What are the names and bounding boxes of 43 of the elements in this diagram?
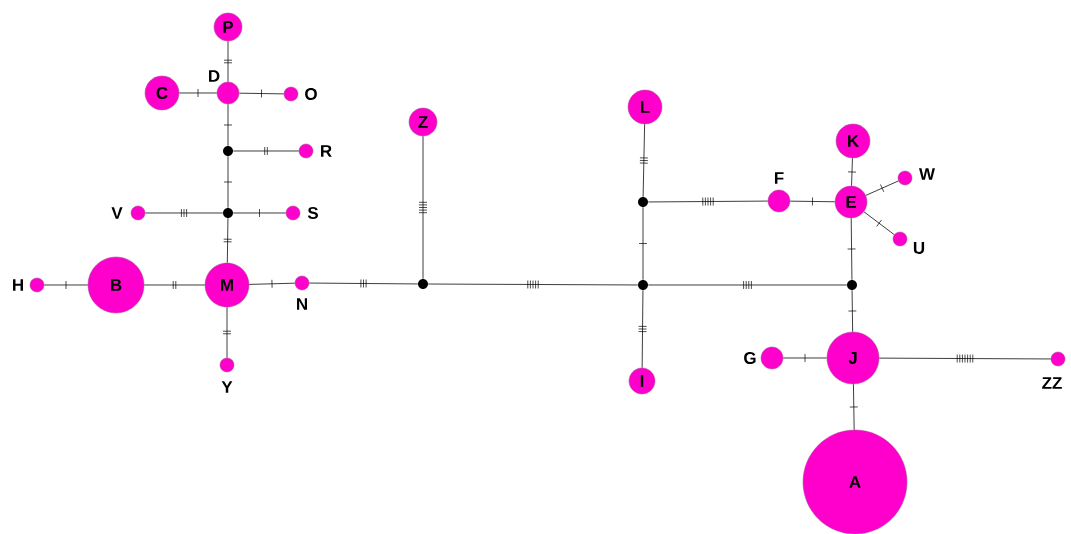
node-label: F xyxy=(774,172,784,184)
network-link xyxy=(232,150,300,152)
node-label: O xyxy=(305,88,317,100)
network-link xyxy=(642,123,646,198)
network-link xyxy=(238,92,285,95)
network-link xyxy=(647,284,848,286)
network-link xyxy=(226,217,229,264)
node-label: R xyxy=(321,145,332,157)
network-link xyxy=(308,282,419,285)
network-link xyxy=(878,357,1052,360)
network-link xyxy=(232,212,287,214)
node-label: U xyxy=(913,242,925,254)
network-link xyxy=(227,103,229,147)
network-link xyxy=(178,92,218,94)
network-link xyxy=(782,357,828,359)
network-link xyxy=(851,157,853,187)
node-label: H xyxy=(13,279,23,291)
node-label: N xyxy=(297,298,307,310)
network-link xyxy=(248,282,296,285)
network-link xyxy=(852,383,855,431)
network-link xyxy=(789,200,836,203)
network-link xyxy=(850,217,853,281)
network-link xyxy=(863,211,895,236)
network-link xyxy=(227,40,229,83)
node-label: ZZ xyxy=(1042,377,1062,389)
network-link xyxy=(851,289,854,333)
node-label: D xyxy=(209,70,220,82)
network-link xyxy=(642,206,644,281)
node-label: Y xyxy=(221,381,233,393)
node-label: G xyxy=(744,352,756,364)
network-link xyxy=(647,200,769,203)
network-link xyxy=(422,135,424,280)
network-link xyxy=(143,284,206,286)
node-label: W xyxy=(919,168,935,180)
network-link xyxy=(226,306,228,359)
network-link xyxy=(641,289,644,369)
network-link xyxy=(227,155,229,209)
network-link xyxy=(144,212,224,214)
network-link xyxy=(43,284,89,286)
network-link xyxy=(427,283,639,286)
network-link xyxy=(865,180,899,196)
node-label: S xyxy=(307,207,318,219)
node-label: V xyxy=(111,207,123,219)
